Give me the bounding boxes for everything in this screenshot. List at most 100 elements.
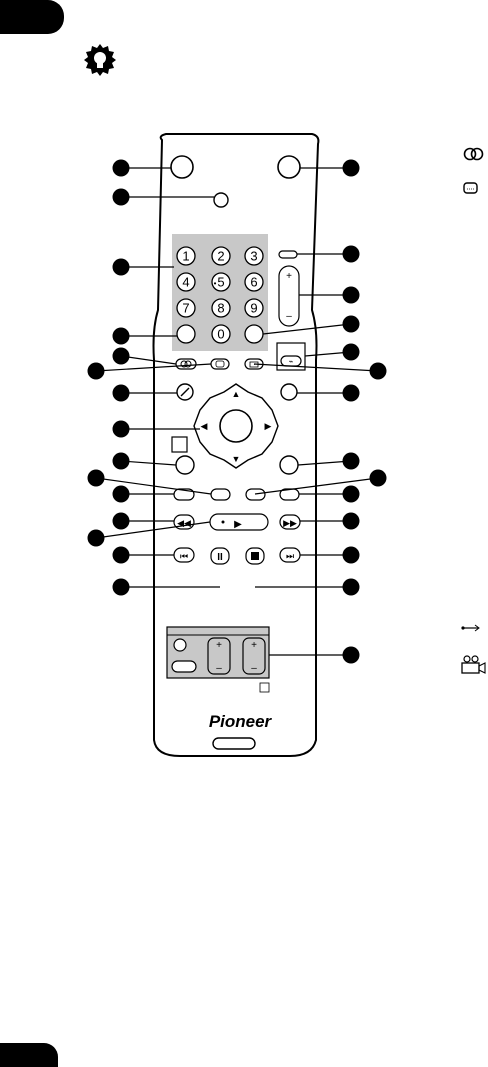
digit-button-4[interactable]: 4: [176, 272, 196, 292]
rocker-right: [242, 637, 266, 675]
digit-button-1[interactable]: 1: [176, 246, 196, 266]
callout-left-9: [112, 452, 177, 470]
small-top-button: [213, 192, 229, 208]
rocker-left-minus: –: [216, 663, 222, 674]
play-icon: ▶: [234, 519, 242, 530]
mini-logo-icon: [259, 682, 270, 693]
chapter-tab-top: [0, 0, 64, 34]
digit-label: 6: [250, 275, 257, 290]
callout-left-4: [112, 327, 177, 345]
next-icon: ⏭: [286, 551, 294, 561]
down-arrow-icon: ▼: [232, 454, 241, 464]
volume-rocker: [278, 265, 300, 327]
callout-right-4: [262, 315, 360, 335]
callout-right-11: [300, 512, 360, 530]
fast-forward-icon: ▶▶: [283, 518, 297, 528]
up-arrow-icon: ▲: [232, 389, 241, 399]
digit-label: 5: [217, 275, 224, 290]
chapter-tab-bottom: [0, 1043, 58, 1067]
enter-button: [219, 409, 253, 443]
callout-right-1: [300, 159, 360, 177]
digit-label: 9: [250, 301, 257, 316]
right-arrow-icon: ▶: [265, 421, 272, 431]
top-menu-button: [175, 455, 195, 475]
digit-button-7[interactable]: 7: [176, 298, 196, 318]
left-arrow-icon: ◀: [201, 421, 208, 431]
digit-label: 1: [182, 249, 189, 264]
digit-label: 4: [182, 275, 189, 290]
callout-left-15: [112, 578, 220, 596]
open-close-button: [277, 155, 301, 179]
digit-button-2[interactable]: 2: [211, 246, 231, 266]
callout-left-5: [112, 347, 177, 365]
callout-left-3: [112, 258, 174, 276]
callout-right-6: [253, 362, 387, 380]
callout-left-10: [87, 469, 212, 495]
camera-angle-icon: [461, 655, 486, 674]
top-menu-box: [171, 436, 188, 453]
audio-button: [175, 358, 197, 370]
rewind-icon: ◀◀: [177, 518, 191, 528]
callout-left-7: [112, 384, 177, 402]
rocker-left: [207, 637, 231, 675]
callout-right-8: [297, 452, 360, 470]
digit-button-3[interactable]: 3: [244, 246, 264, 266]
callout-left-11: [112, 485, 174, 503]
pause-icon: II: [217, 552, 223, 563]
callout-markers: [87, 159, 387, 664]
callout-right-5: [304, 343, 360, 361]
digit-button-0[interactable]: 0: [211, 324, 231, 344]
number-keypad: 1 2 3 4 5• 6 7 8 9 0: [176, 246, 264, 344]
callout-right-14: [269, 646, 360, 664]
callout-left-2: [112, 188, 214, 206]
five-dot-marker: •: [214, 279, 217, 288]
callout-right-9: [254, 469, 387, 495]
return-button: [280, 383, 298, 401]
enter-number-button[interactable]: [244, 324, 264, 344]
stop-icon: [251, 552, 259, 560]
tip-icon: [82, 42, 118, 78]
digit-button-5[interactable]: 5•: [211, 272, 231, 292]
standby-button: [170, 155, 194, 179]
subtitle-button: [210, 358, 230, 370]
brand-logo: Pioneer: [209, 712, 273, 731]
digit-label: 8: [217, 301, 224, 316]
callout-left-8: [112, 420, 200, 438]
pill-button-2: [210, 488, 231, 501]
callout-left-13: [87, 521, 211, 547]
callout-right-3: [299, 286, 360, 304]
clear-button[interactable]: [176, 324, 196, 344]
pause-button: [210, 547, 230, 565]
fast-forward-button: [279, 514, 301, 530]
digit-button-9[interactable]: 9: [244, 298, 264, 318]
digit-button-6[interactable]: 6: [244, 272, 264, 292]
callout-right-10: [299, 485, 360, 503]
subtitle-icon: [463, 182, 478, 194]
callout-right-13: [255, 578, 360, 596]
lower-panel-pill: [171, 660, 197, 673]
callout-left-6: [87, 362, 212, 380]
digit-label: 0: [217, 327, 224, 342]
callout-right-7: [297, 384, 360, 402]
callout-right-12: [300, 546, 360, 564]
bottom-slot: [212, 737, 256, 750]
callout-left-14: [112, 546, 174, 564]
rocker-left-plus: +: [216, 640, 222, 651]
callout-left-1: [112, 159, 171, 177]
callout-left-12: [112, 512, 174, 530]
usb-button-glyph: ⌁: [289, 357, 294, 366]
menu-button: [279, 455, 299, 475]
callout-right-2: [297, 245, 360, 263]
digit-label: 7: [182, 301, 189, 316]
display-button: [278, 250, 298, 259]
volume-minus-label: –: [286, 311, 292, 322]
previous-icon: ⏮: [180, 551, 188, 561]
usb-icon: [461, 624, 480, 632]
rocker-right-minus: –: [251, 663, 257, 674]
digit-button-8[interactable]: 8: [211, 298, 231, 318]
audio-icon: [463, 147, 484, 161]
digit-label: 2: [217, 249, 224, 264]
rocker-right-plus: +: [251, 640, 257, 651]
volume-plus-label: +: [286, 271, 292, 282]
